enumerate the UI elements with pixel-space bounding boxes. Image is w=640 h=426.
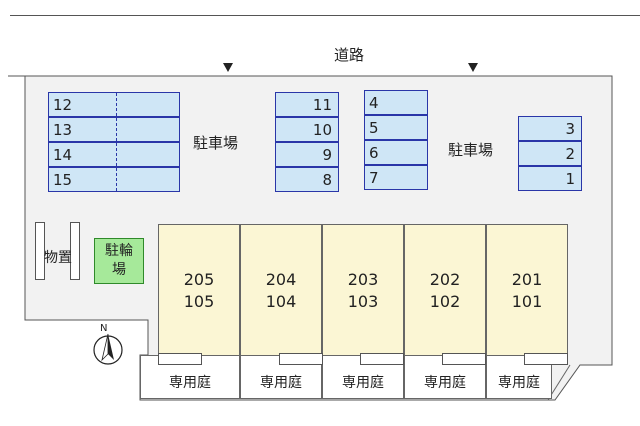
unit-lower-number: 102	[429, 292, 461, 311]
parking-spot-11: 11	[275, 92, 339, 117]
parking-spot-1: 1	[518, 166, 582, 191]
bicycle-parking: 駐輪 場	[94, 238, 144, 284]
unit-upper-number: 202	[429, 270, 461, 289]
unit-upper-number: 204	[265, 270, 297, 289]
parking-spot-15: 15	[48, 167, 180, 192]
parking-spot-5: 5	[364, 115, 428, 140]
entrance-arrow-icon	[468, 63, 478, 72]
storage-shed-right	[70, 222, 80, 280]
unit-upper-number: 203	[347, 270, 379, 289]
parking-divider-line	[116, 93, 117, 191]
garden-gate	[279, 353, 323, 365]
unit-upper-number: 201	[511, 270, 543, 289]
entrance-arrow-icon	[223, 63, 233, 72]
parking-spot-9: 9	[275, 142, 339, 167]
garden-gate	[360, 353, 404, 365]
road-edge-top	[10, 15, 640, 16]
parking-area-label: 駐車場	[448, 141, 494, 159]
road-label: 道路	[334, 46, 365, 64]
parking-spot-14: 14	[48, 142, 180, 167]
bicycle-parking-label-line2: 場	[112, 262, 126, 278]
parking-spot-3: 3	[518, 116, 582, 141]
storage-shed-left	[35, 222, 45, 280]
compass-n-label: N	[100, 323, 107, 334]
unit-205-105: 205 105	[158, 224, 240, 356]
parking-spot-12: 12	[48, 92, 180, 117]
parking-area-label: 駐車場	[193, 134, 239, 152]
unit-201-101: 201 101	[486, 224, 568, 356]
parking-spot-4: 4	[364, 90, 428, 115]
parking-spot-10: 10	[275, 117, 339, 142]
storage-label: 物置	[44, 250, 72, 266]
unit-lower-number: 105	[183, 292, 215, 311]
unit-202-102: 202 102	[404, 224, 486, 356]
unit-203-103: 203 103	[322, 224, 404, 356]
parking-spot-13: 13	[48, 117, 180, 142]
parking-spot-2: 2	[518, 141, 582, 166]
parking-spot-7: 7	[364, 165, 428, 190]
garden-gate	[158, 353, 202, 365]
unit-upper-number: 205	[183, 270, 215, 289]
unit-lower-number: 104	[265, 292, 297, 311]
garden-gate	[442, 353, 486, 365]
unit-204-104: 204 104	[240, 224, 322, 356]
parking-spot-6: 6	[364, 140, 428, 165]
unit-lower-number: 103	[347, 292, 379, 311]
garden-gate	[524, 353, 568, 365]
bicycle-parking-label-line1: 駐輪	[105, 243, 133, 259]
compass-north-icon: N	[93, 323, 123, 365]
unit-lower-number: 101	[511, 292, 543, 311]
parking-spot-8: 8	[275, 167, 339, 192]
